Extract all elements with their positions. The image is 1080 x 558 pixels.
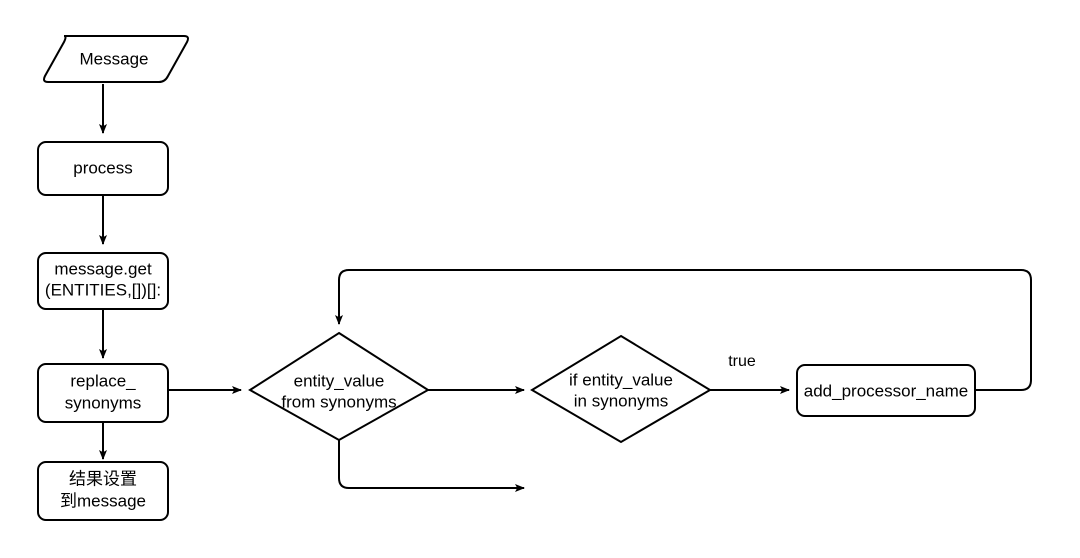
- message-label: Message: [80, 49, 149, 68]
- node-if-entity-value-in-synonyms[interactable]: if entity_value in synonyms: [530, 334, 712, 444]
- node-add-processor-name[interactable]: add_processor_name: [796, 364, 976, 417]
- replace-synonyms-label-line2: synonyms: [65, 393, 142, 412]
- node-process[interactable]: process: [37, 141, 169, 196]
- replace-synonyms-label-line1: replace_: [70, 371, 136, 390]
- set-result-label-line2: 到message: [60, 491, 146, 510]
- set-result-label-line1: 结果设置: [69, 469, 137, 488]
- message-get-box-shape: [37, 252, 169, 310]
- node-set-result-to-message[interactable]: 结果设置 到message: [37, 461, 169, 521]
- set-result-box-shape: [37, 461, 169, 521]
- edge-decision-one-bottom-exit: [338, 440, 525, 492]
- replace-synonyms-box-shape: [37, 363, 169, 423]
- message-get-label-line2: (ENTITIES,[])[]:: [45, 280, 161, 299]
- decision-one-label-line1: entity_value: [294, 371, 385, 390]
- node-message-get[interactable]: message.get (ENTITIES,[])[]:: [37, 252, 169, 310]
- decision-one-label-line2: from synonyms: [281, 392, 396, 411]
- node-message[interactable]: Message: [43, 35, 189, 83]
- node-replace-synonyms[interactable]: replace_ synonyms: [37, 363, 169, 423]
- process-label: process: [73, 158, 133, 177]
- edge-add-processor-loop-back-to-decision-one: [335, 269, 1032, 391]
- add-processor-name-label: add_processor_name: [804, 381, 968, 400]
- decision-two-diamond-shape: [530, 334, 712, 444]
- decision-two-label-line2: in synonyms: [574, 391, 668, 410]
- process-box-shape: [37, 141, 169, 196]
- message-parallelogram-shape: [43, 35, 189, 83]
- message-get-label-line1: message.get: [54, 259, 152, 278]
- node-entity-value-from-synonyms[interactable]: entity_value from synonyms: [248, 331, 430, 442]
- add-processor-name-box-shape: [796, 364, 976, 417]
- decision-two-label-line1: if entity_value: [569, 370, 673, 389]
- decision-one-diamond-shape: [248, 331, 430, 442]
- edge-label-true: true: [728, 353, 756, 370]
